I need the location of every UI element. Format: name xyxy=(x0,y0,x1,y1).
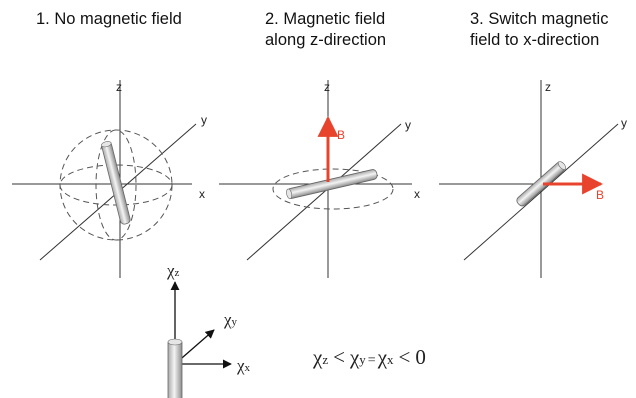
panel3-field-label: B xyxy=(596,188,604,202)
panel3-title-line1: 3. Switch magnetic xyxy=(470,10,609,28)
panel1-rod xyxy=(101,141,131,225)
panel3-title: 3. Switch magnetic field to x-direction xyxy=(470,9,608,51)
panel2-title: 2. Magnetic field along z-direction xyxy=(265,9,386,51)
panel2-rotation-ellipse xyxy=(272,168,394,210)
panel2-title-line1: 2. Magnetic field xyxy=(265,10,386,28)
panel3-y-axis xyxy=(463,123,619,261)
panel1-y-label: y xyxy=(201,113,207,127)
panel1-meridian-ellipse xyxy=(95,129,137,241)
panel2-x-label: x xyxy=(414,187,420,201)
susceptibility-inequality: χz<χy=χx<0 xyxy=(312,345,426,369)
panel3-diagram: B z y xyxy=(439,80,627,278)
chi-z-label: χz xyxy=(166,261,180,280)
panel1-z-label: z xyxy=(116,80,122,94)
susceptibility-frame: χz χy χx xyxy=(166,261,251,398)
panel2-z-label: z xyxy=(324,80,330,94)
panel2-rod xyxy=(286,169,378,200)
panel2-diagram: B z y x xyxy=(219,80,420,278)
panel1-title: 1. No magnetic field xyxy=(36,9,182,30)
panel1-x-label: x xyxy=(199,187,205,201)
chi-x-label: χx xyxy=(236,356,251,375)
panel2-field-label: B xyxy=(337,128,345,142)
frame-rod xyxy=(167,338,183,398)
panel3-y-label: y xyxy=(621,116,627,130)
panel2-y-axis xyxy=(246,123,402,261)
panel1-diagram: z y x xyxy=(12,80,207,278)
panel3-rod xyxy=(516,161,567,207)
chi-y-label: χy xyxy=(223,310,238,329)
panel2-title-line2: along z-direction xyxy=(265,31,387,49)
panel3-z-label: z xyxy=(545,80,551,94)
panel2-y-label: y xyxy=(405,118,411,132)
panel1-title-line1: 1. No magnetic field xyxy=(36,10,182,28)
panel3-title-line2: field to x-direction xyxy=(470,31,600,49)
